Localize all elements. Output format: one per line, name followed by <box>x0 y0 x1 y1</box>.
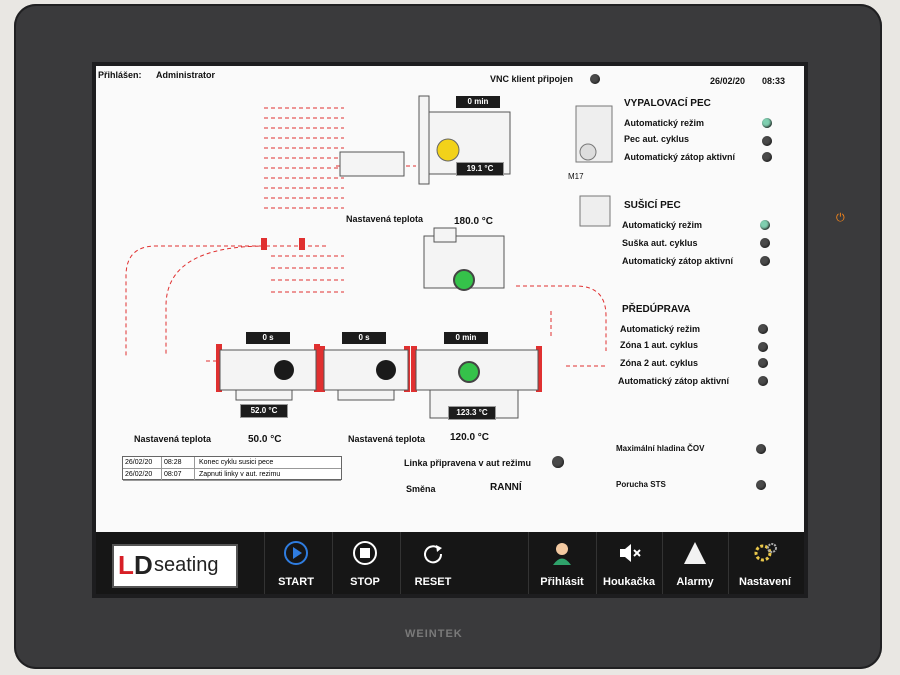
vypal-led-3 <box>762 152 772 162</box>
line-ready-label: Linka připravena v aut režimu <box>404 458 532 468</box>
pred-item-4: Automatický zátop aktivní <box>618 376 730 386</box>
vnc-led <box>590 74 600 84</box>
left-oven-timer: 0 s <box>246 332 290 344</box>
user-name: Administrator <box>156 70 216 80</box>
susici-led-2 <box>760 238 770 248</box>
power-icon: ⏻ <box>836 212 845 224</box>
susici-item-3: Automatický zátop aktivní <box>622 256 734 266</box>
start-button[interactable]: START <box>264 532 327 594</box>
vypal-item-2: Pec aut. cyklus <box>624 134 690 144</box>
pred-led-4 <box>758 376 768 386</box>
vnc-status: VNC klient připojen <box>490 74 574 84</box>
susici-item-1: Automatický režim <box>622 220 703 230</box>
pred-item-2: Zóna 1 aut. cyklus <box>620 340 699 350</box>
login-label: Přihlásit <box>540 576 584 588</box>
refresh-icon <box>424 545 443 564</box>
vypalovaci-title: VYPALOVACÍ PEC <box>624 98 711 109</box>
log-row: 26/02/20 08:28 Konec cyklu susici pece <box>123 457 341 469</box>
logo-letter-d: D <box>134 550 153 580</box>
header-date: 26/02/20 <box>710 76 746 86</box>
log-message: Zapnuti linky v aut. rezimu <box>199 471 281 478</box>
play-icon <box>284 541 308 565</box>
pred-led-2 <box>758 342 768 352</box>
susici-led-1 <box>760 220 770 230</box>
logo-letter-l: L <box>118 550 134 580</box>
vypal-led-1 <box>762 118 772 128</box>
stop-label: STOP <box>350 576 380 588</box>
mute-speaker-icon <box>620 544 641 562</box>
stop-icon <box>353 541 377 565</box>
log-time: 08:07 <box>162 469 195 480</box>
shift-label: Směna <box>406 484 436 494</box>
log-message: Konec cyklu susici pece <box>199 459 274 466</box>
top-oven-set-label: Nastavená teplota <box>346 214 424 224</box>
pred-led-1 <box>758 324 768 334</box>
process-screen: Přihlášen: Administrator VNC klient přip… <box>96 66 804 532</box>
right-oven-temp: 123.3 °C <box>448 406 496 420</box>
left-oven-temp: 52.0 °C <box>240 404 288 418</box>
logo-text: seating <box>154 554 219 576</box>
pred-item-3: Zóna 2 aut. cyklus <box>620 358 699 368</box>
susici-item-2: Suška aut. cyklus <box>622 238 698 248</box>
settings-label: Nastavení <box>739 576 791 588</box>
log-date: 26/02/20 <box>123 457 162 468</box>
log-date: 26/02/20 <box>123 469 162 480</box>
top-oven-temp: 19.1 °C <box>456 162 504 176</box>
login-label: Přihlášen: <box>98 70 142 80</box>
event-log[interactable]: 26/02/20 08:28 Konec cyklu susici pece 2… <box>122 456 342 481</box>
mid-oven-set-value: 120.0 °C <box>450 432 490 443</box>
reset-label: RESET <box>414 576 452 588</box>
bottom-toolbar: L D seating START STOP RESET Přihlásit H… <box>96 532 804 594</box>
reset-button[interactable]: RESET <box>400 532 465 594</box>
user-icon <box>553 543 571 565</box>
mid-oven-timer: 0 s <box>342 332 386 344</box>
start-label: START <box>278 576 314 588</box>
shift-value: RANNÍ <box>490 482 522 493</box>
header-time: 08:33 <box>762 76 786 86</box>
susici-title: SUŠICÍ PEC <box>624 200 681 211</box>
vypal-led-2 <box>762 136 772 146</box>
alarm-triangle-icon <box>684 542 706 564</box>
susici-led-3 <box>760 256 770 266</box>
ld-seating-logo: L D seating <box>112 544 238 588</box>
stop-button[interactable]: STOP <box>332 532 397 594</box>
alarms-button[interactable]: Alarmy <box>662 532 727 594</box>
right-oven-timer: 0 min <box>444 332 488 344</box>
vypal-item-1: Automatický režim <box>624 118 705 128</box>
left-oven-set-label: Nastavená teplota <box>134 434 212 444</box>
settings-button[interactable]: Nastavení <box>728 532 801 594</box>
log-time: 08:28 <box>162 457 195 468</box>
pred-led-3 <box>758 358 768 368</box>
log-row: 26/02/20 08:07 Zapnuti linky v aut. rezi… <box>123 469 341 481</box>
horn-button[interactable]: Houkačka <box>596 532 661 594</box>
predpriprava-title: PŘEDÚPRAVA <box>622 304 691 315</box>
max-level-led <box>756 444 766 454</box>
fault-label: Porucha STS <box>616 480 666 489</box>
pred-item-1: Automatický režim <box>620 324 701 334</box>
gear-icon <box>754 543 777 562</box>
horn-label: Houkačka <box>603 576 655 588</box>
login-button[interactable]: Přihlásit <box>528 532 595 594</box>
alarms-label: Alarmy <box>676 576 714 588</box>
top-oven-set-value: 180.0 °C <box>454 216 494 227</box>
bezel-brand: WEINTEK <box>405 628 463 640</box>
left-oven-set-value: 50.0 °C <box>248 434 282 445</box>
top-oven-timer: 0 min <box>456 96 500 108</box>
fault-led <box>756 480 766 490</box>
line-ready-led <box>552 456 564 468</box>
mid-oven-set-label: Nastavená teplota <box>348 434 426 444</box>
motor-label: M17 <box>568 172 584 181</box>
vypal-item-3: Automatický zátop aktivní <box>624 152 736 162</box>
max-level-label: Maximální hladina ČOV <box>616 444 705 453</box>
